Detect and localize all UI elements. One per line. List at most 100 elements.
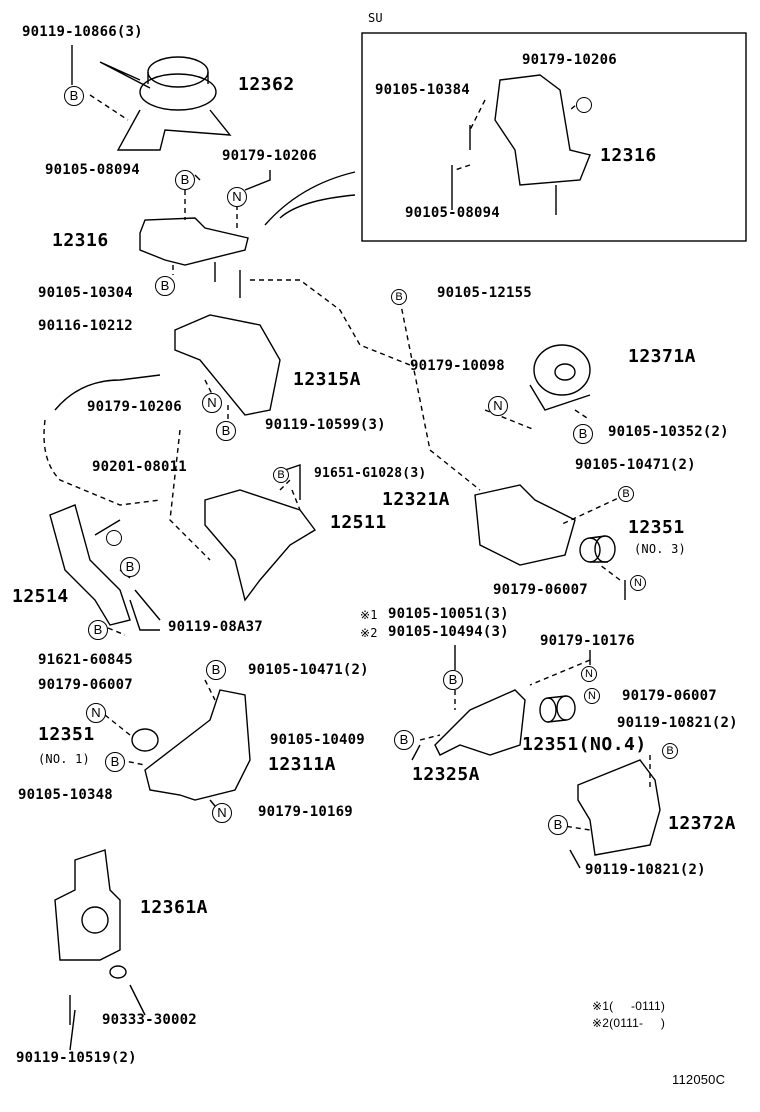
nut-marker: N — [488, 396, 508, 416]
part-label: 90179-10169 — [258, 804, 353, 820]
part-12514 — [49, 504, 131, 626]
part-label: 12351(NO.4) — [522, 734, 647, 755]
part-label: 90105-10384 — [375, 82, 470, 98]
nut-marker: N — [581, 666, 597, 682]
clip-marker — [106, 530, 122, 546]
nut-marker: N — [212, 803, 232, 823]
part-label: 12362 — [238, 74, 295, 95]
part-label: 12514 — [12, 586, 69, 607]
part-12321a — [474, 484, 576, 566]
part-label-note: (NO. 3) — [634, 542, 686, 556]
su-variant-title: SU — [368, 11, 383, 25]
part-12372a — [577, 759, 661, 856]
nut-marker-su — [576, 97, 592, 113]
part-label: 91651-G1028(3) — [314, 466, 427, 481]
part-label: 90119-10821(2) — [585, 862, 706, 878]
engine-outline-2 — [54, 374, 161, 411]
part-label: 12325A — [412, 764, 481, 785]
part-label: 90105-10494(3) — [388, 624, 509, 640]
part-label: 12316 — [600, 145, 657, 166]
part-label: 12372A — [668, 813, 737, 834]
part-label: 90105-10471(2) — [248, 662, 369, 678]
part-12351-no1 — [131, 728, 159, 752]
bolt-marker: B — [175, 170, 195, 190]
part-label: 12321A — [382, 489, 451, 510]
part-label: 90105-10304 — [38, 285, 133, 301]
part-12311a — [144, 689, 251, 801]
part-label: 90179-10206 — [522, 52, 617, 68]
part-12325a — [434, 689, 526, 756]
part-label-note: (NO. 1) — [38, 752, 90, 766]
bolt-marker: B — [391, 289, 407, 305]
part-12362 — [99, 56, 232, 151]
nut-marker: N — [630, 575, 646, 591]
part-12316 — [139, 217, 249, 298]
part-label: 90333-30002 — [102, 1012, 197, 1028]
su-variant-box — [361, 32, 747, 242]
part-label: 12361A — [140, 897, 209, 918]
nut-marker: N — [202, 393, 222, 413]
bolt-marker: B — [105, 752, 125, 772]
pointer-arrow — [264, 171, 356, 226]
bolt-marker: B — [155, 276, 175, 296]
part-label: 90105-10051(3) — [388, 606, 509, 622]
nut-marker: N — [227, 187, 247, 207]
part-label: 90105-10348 — [18, 787, 113, 803]
part-12371a — [529, 344, 591, 411]
bolt-marker: B — [548, 815, 568, 835]
part-label: 91621-60845 — [38, 652, 133, 668]
part-label: 90119-10821(2) — [617, 715, 738, 731]
bolt-marker: B — [618, 486, 634, 502]
part-label: 12351 — [38, 724, 95, 745]
part-label: 90119-10519(2) — [16, 1050, 137, 1066]
bolt-marker: B — [64, 86, 84, 106]
part-label: 90179-10206 — [87, 399, 182, 415]
part-label: 90116-10212 — [38, 318, 133, 334]
part-label: 12351 — [628, 517, 685, 538]
part-12315a — [174, 314, 281, 416]
part-label: 90179-06007 — [493, 582, 588, 598]
part-label: 90179-06007 — [622, 688, 717, 704]
variant-note: ※1( -0111) — [592, 999, 666, 1013]
part-label: 90119-10599(3) — [265, 417, 386, 433]
bolt-marker: B — [120, 557, 140, 577]
variant-mark: ※1 — [360, 608, 378, 622]
part-label: 90105-10471(2) — [575, 457, 696, 473]
bolt-marker: B — [573, 424, 593, 444]
part-label: 90105-12155 — [437, 285, 532, 301]
bolt-marker: B — [443, 670, 463, 690]
bolt-marker: B — [88, 620, 108, 640]
bolt-marker: B — [206, 660, 226, 680]
part-label: 12371A — [628, 346, 697, 367]
bolt-marker: B — [273, 467, 289, 483]
part-label: 90105-08094 — [45, 162, 140, 178]
part-12316-su — [494, 74, 591, 186]
engine-outline — [43, 279, 411, 561]
part-label: 12511 — [330, 512, 387, 533]
part-label: 90105-08094 — [405, 205, 500, 221]
part-label: 90105-10409 — [270, 732, 365, 748]
nut-marker: N — [86, 703, 106, 723]
part-label: 90105-10352(2) — [608, 424, 729, 440]
part-label: 12311A — [268, 754, 337, 775]
part-label: 12316 — [52, 230, 109, 251]
part-label: 90119-10866(3) — [22, 24, 143, 40]
part-12351-no3 — [579, 535, 616, 563]
bolt-marker: B — [394, 730, 414, 750]
part-label: 12315A — [293, 369, 362, 390]
part-label: 90179-10176 — [540, 633, 635, 649]
part-label: 90179-10098 — [410, 358, 505, 374]
part-label: 90201-08011 — [92, 459, 187, 475]
bolt-marker: B — [216, 421, 236, 441]
part-12511 — [204, 489, 317, 602]
nut-marker: N — [584, 688, 600, 704]
part-label: 90119-08A37 — [168, 619, 263, 635]
figure-id: 112050C — [672, 1072, 726, 1087]
bolt-marker: B — [662, 743, 678, 759]
part-label: 90179-06007 — [38, 677, 133, 693]
part-label: 90179-10206 — [222, 148, 317, 164]
part-12361a — [54, 849, 121, 961]
variant-note: ※2(0111- ) — [592, 1016, 666, 1030]
part-12351-no4 — [539, 695, 576, 723]
